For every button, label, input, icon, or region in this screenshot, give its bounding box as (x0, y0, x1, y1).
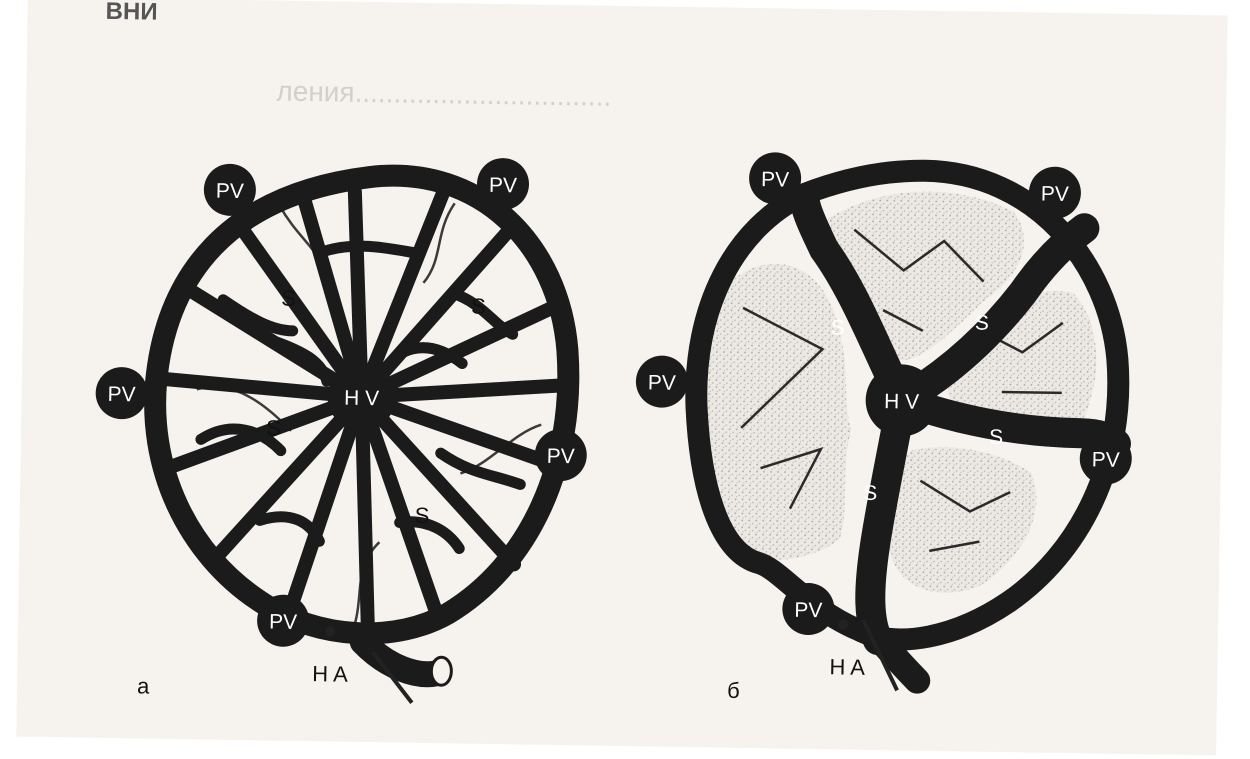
panel-b: H V S S S S PV PV PV PV (631, 150, 1136, 694)
sinusoid-label: S (831, 316, 845, 339)
panel-a: H V S S S S PV PV PV PV (91, 152, 592, 706)
panel-caption-b: б (727, 678, 740, 703)
svg-text:PV: PV (794, 599, 822, 622)
svg-text:PV: PV (648, 371, 676, 394)
scanned-page: ВНИ ления...............................… (16, 0, 1227, 755)
sinusoid-label: S (863, 482, 877, 505)
svg-text:PV: PV (216, 180, 244, 203)
panel-caption-a: а (137, 673, 150, 698)
central-vein-label-b: H V (884, 390, 919, 414)
hepatic-artery-label-a: H A (312, 661, 348, 687)
svg-text:PV: PV (489, 174, 517, 197)
sinusoid-label: S (471, 294, 486, 319)
sinusoid-label: S (281, 286, 296, 311)
sinusoid-label: S (415, 503, 430, 528)
central-vein-label-a: H V (344, 387, 379, 411)
svg-text:PV: PV (761, 168, 789, 191)
svg-text:PV: PV (107, 383, 135, 406)
portal-vein-a3: PV (95, 367, 148, 420)
hepatic-artery-label-b: H A (829, 654, 865, 680)
svg-text:PV: PV (1041, 183, 1069, 206)
portal-vein-a4: PV (534, 429, 587, 482)
sinusoid-label: S (975, 312, 989, 335)
sinusoid-label: S (266, 415, 281, 440)
svg-text:PV: PV (547, 445, 575, 468)
sinusoid-label: S (989, 426, 1003, 449)
svg-text:PV: PV (1092, 448, 1120, 471)
liver-lobule-figure: H V S S S S PV PV PV PV (16, 0, 1227, 755)
portal-vein-b3: PV (636, 355, 689, 408)
svg-text:PV: PV (269, 610, 297, 633)
